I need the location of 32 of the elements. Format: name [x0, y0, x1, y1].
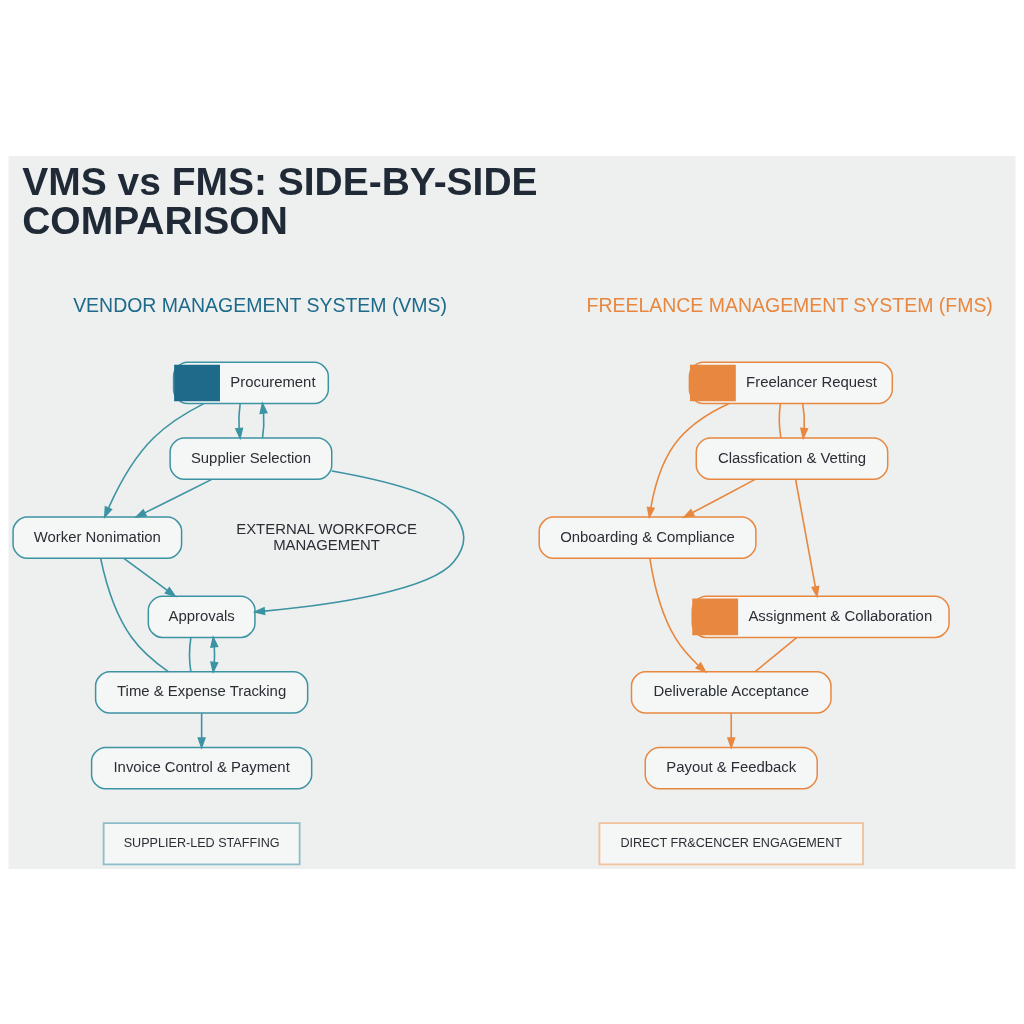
arrow [197, 711, 206, 750]
arrow [794, 478, 820, 598]
diagram-title: VMS vs FMS: SIDE-BY-SIDE COMPARISON [22, 159, 538, 242]
arrow [103, 402, 205, 519]
node-box: Deliverable Acceptance [630, 670, 832, 714]
label: VENDOR MANAGEMENT SYSTEM (VMS) [73, 293, 448, 316]
arrow [649, 557, 708, 673]
node-box: DIRECT FR&CENCER ENGAGEMENT [598, 821, 864, 865]
arrow [799, 402, 809, 440]
arrow [134, 478, 213, 518]
arrow [259, 400, 268, 439]
label: FREELANCE MANAGEMENT SYSTEM (FMS) [586, 293, 993, 316]
node-box: Classfication & Vetting [695, 436, 889, 480]
label: EXTERNAL WORKFORCE MANAGEMENT [236, 520, 417, 553]
arrow [123, 557, 177, 597]
node-box: SUPPLIER-LED STAFFING [102, 821, 301, 865]
arrow [252, 469, 465, 615]
node-box: Time & Expense Tracking [94, 670, 309, 714]
connector [188, 636, 192, 672]
node-box: Worker Nonimation [12, 515, 183, 559]
arrow [646, 402, 730, 519]
arrow [682, 478, 756, 518]
connector [778, 402, 782, 439]
node-box: Invoice Control & Payment [90, 746, 313, 789]
connector [754, 636, 798, 672]
node-box: Onboarding & Compliance [538, 515, 757, 559]
node-box: Approvals [147, 594, 256, 638]
arrow [234, 402, 244, 440]
node-box: Payout & Feedback [644, 746, 818, 789]
connector [99, 557, 170, 673]
arrow [726, 711, 736, 750]
node-box: Supplier Selection [169, 436, 333, 480]
